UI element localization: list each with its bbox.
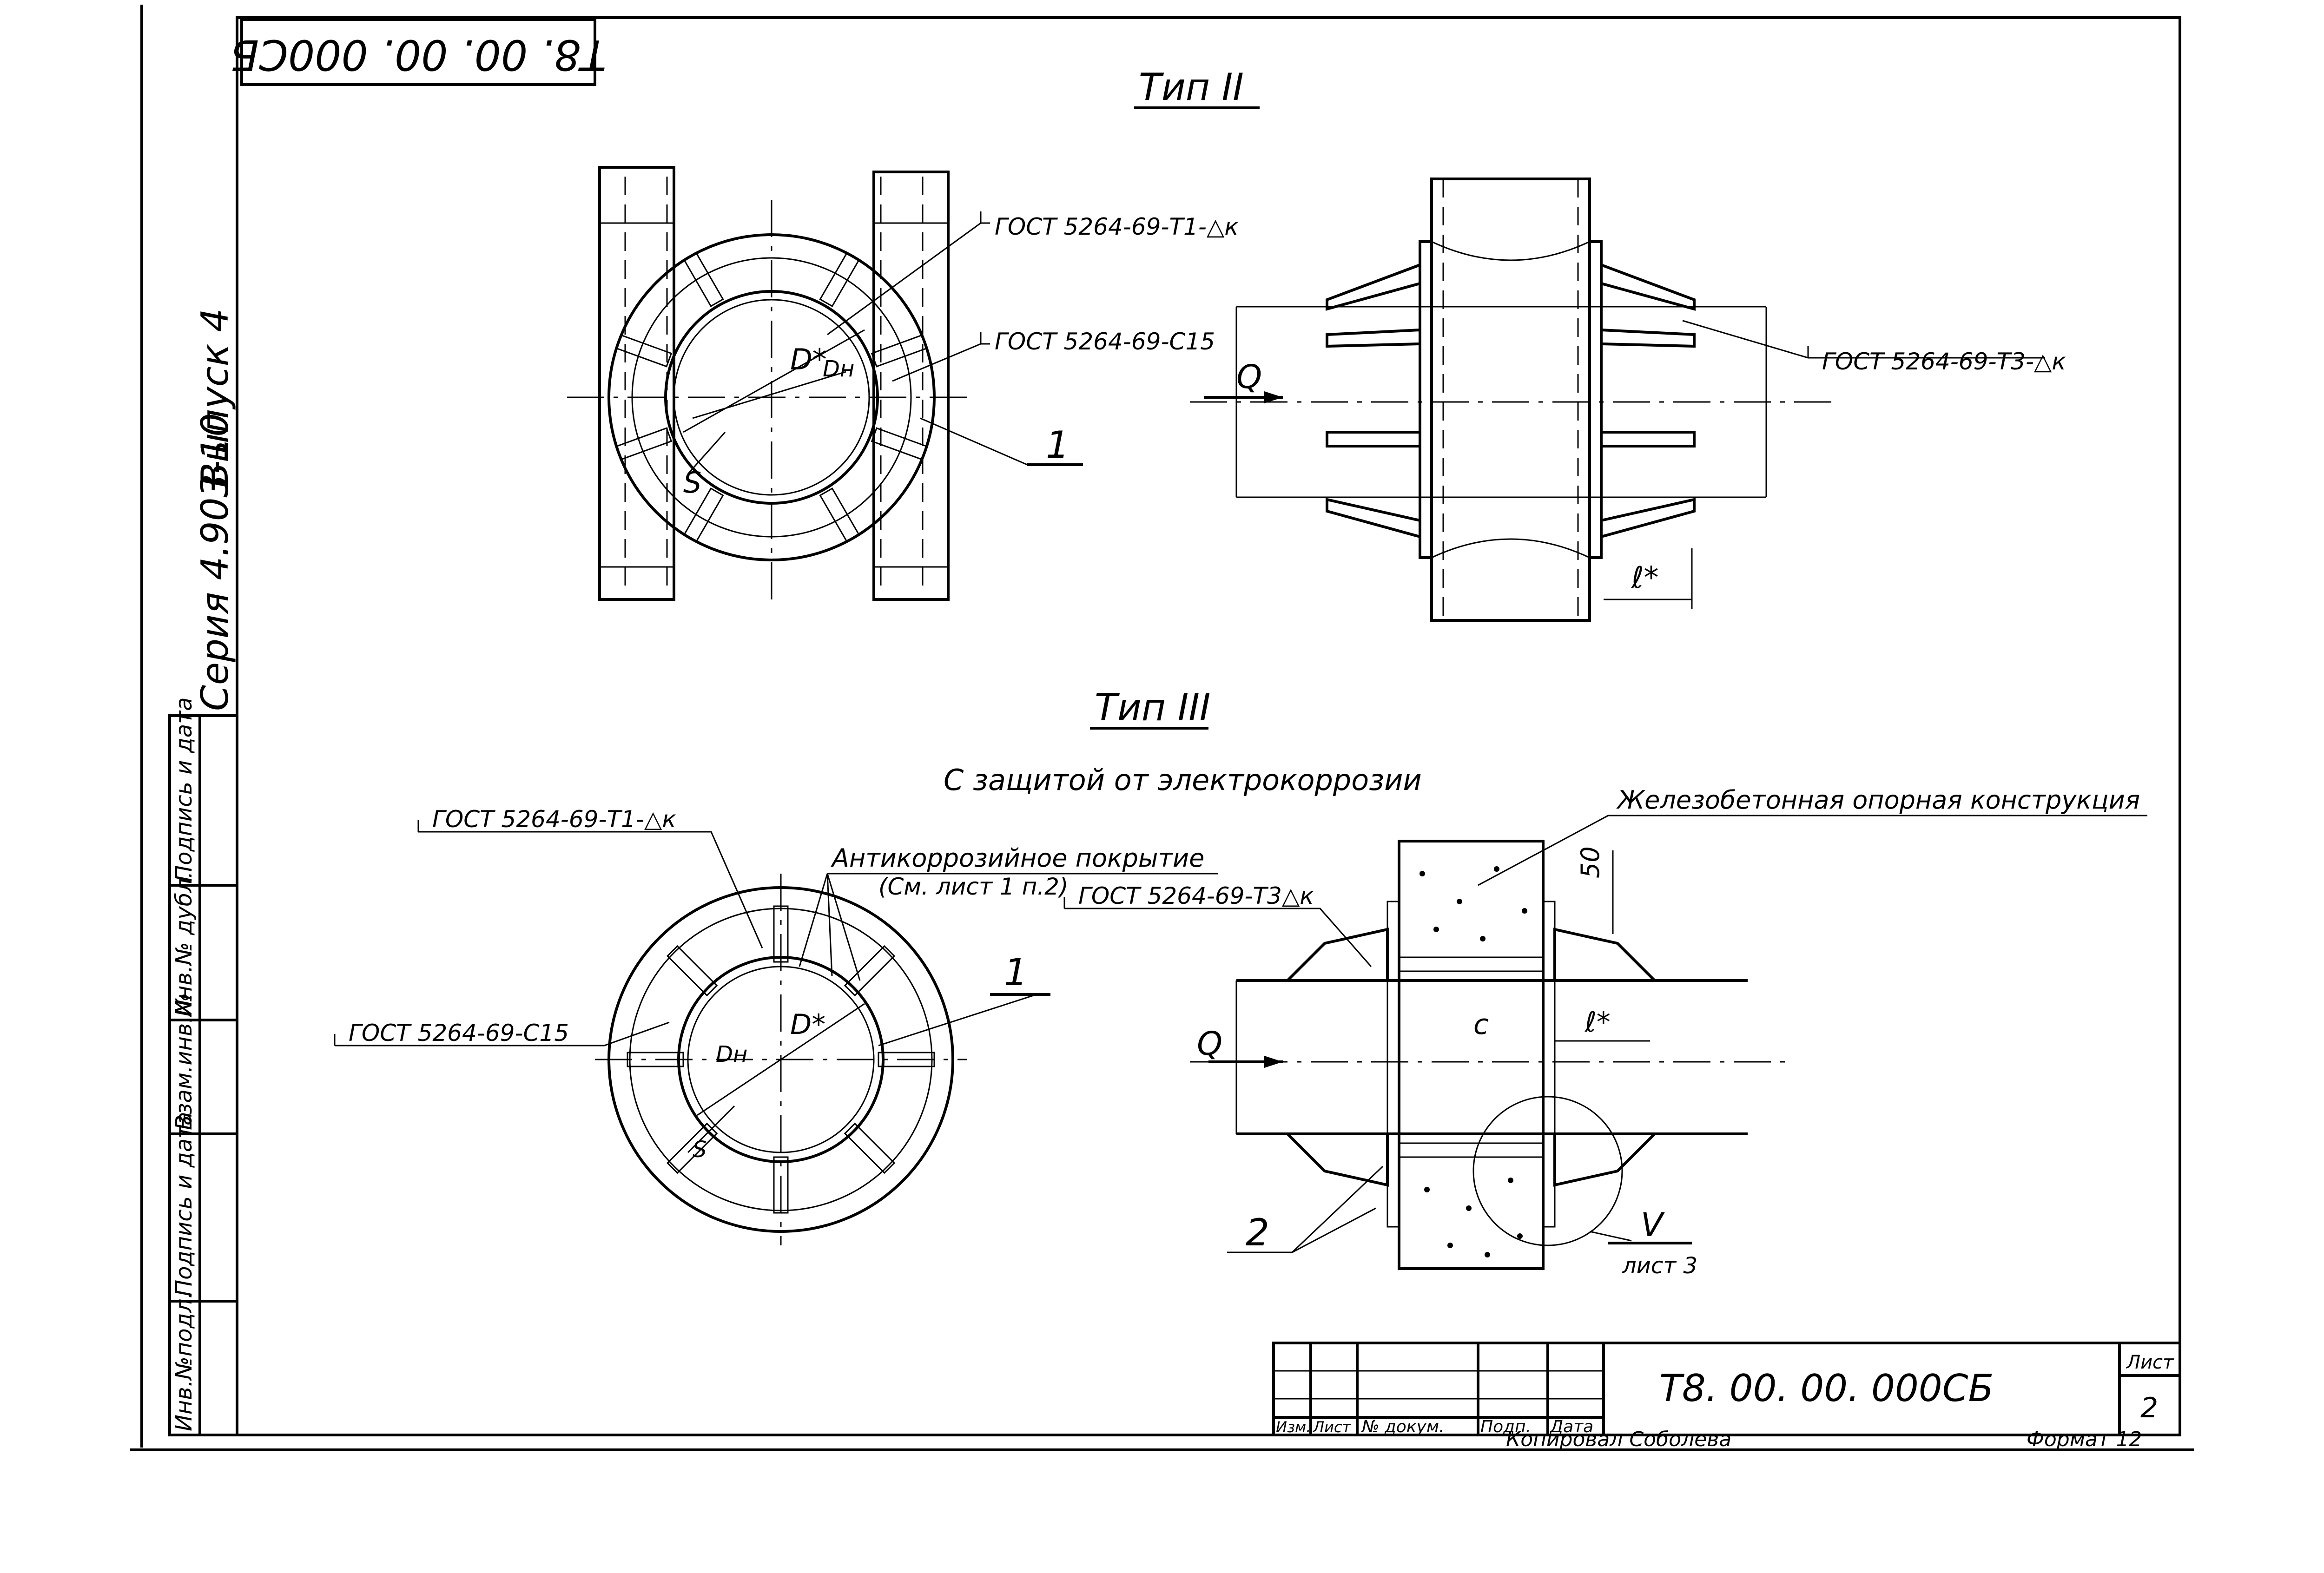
stamp-sign-date-1: Подпись и дата bbox=[171, 1112, 197, 1297]
type3-coating-ref: (См. лист 1 п.2) bbox=[878, 873, 1069, 900]
type2-title: Тип II bbox=[1134, 66, 1260, 109]
type3-label-c: c bbox=[1473, 1008, 1489, 1041]
tb-sheet-label: Лист bbox=[2126, 1352, 2174, 1373]
tb-col-date: Дата bbox=[1549, 1417, 1593, 1436]
issue-label: Выпуск 4 bbox=[193, 309, 237, 488]
type2-label-l: ℓ* bbox=[1631, 561, 1658, 595]
type3-dim-50: 50 bbox=[1576, 846, 1605, 878]
title-block: Изм. Лист № докум. Подп. Дата Т8. 00. 00… bbox=[1272, 1342, 2181, 1451]
stamp-sign-date-2: Подпись и дата bbox=[171, 697, 197, 882]
tb-col-sign: Подп. bbox=[1480, 1417, 1531, 1436]
tb-col-list: Лист bbox=[1313, 1418, 1351, 1436]
stamp-vzam-inv: Взам.инв.№ bbox=[171, 993, 197, 1130]
tb-col-izm: Изм. bbox=[1276, 1418, 1311, 1436]
type3-detail-mark: V bbox=[1641, 1206, 1665, 1244]
rotated-code-box: Т8. 00. 00. 000СБ bbox=[230, 18, 607, 86]
type3-title: Тип III С защитой от электрокоррозии bbox=[944, 686, 1422, 797]
tb-sheet-no: 2 bbox=[2140, 1392, 2158, 1424]
type3-label-Q: Q bbox=[1197, 1025, 1222, 1063]
tb-code: Т8. 00. 00. 000СБ bbox=[1659, 1367, 1994, 1410]
type2-callout-t3: ГОСТ 5264-69-Т3-△к bbox=[1822, 348, 2066, 375]
type3-concrete: Железобетонная опорная конструкция bbox=[1616, 785, 2140, 815]
side-stamp: Инв.№подл. Подпись и дата Взам.инв.№ Инв… bbox=[168, 697, 238, 1436]
type2-pos-1: 1 bbox=[1046, 423, 1070, 467]
type2-callout-t1: ГОСТ 5264-69-Т1-△к bbox=[995, 213, 1239, 240]
type3-title-text: Тип III bbox=[1095, 686, 1210, 729]
type2-label-Q: Q bbox=[1236, 358, 1262, 396]
type3-callout-t1: ГОСТ 5264-69-Т1-△к bbox=[432, 806, 676, 833]
tb-copied-by: Копировал Соболева bbox=[1506, 1428, 1731, 1451]
type2-callout-c15: ГОСТ 5264-69-С15 bbox=[995, 328, 1215, 355]
type3-section-view: D* Dн S ГОСТ 5264-69-Т1-△к ГОСТ 5264-69-… bbox=[334, 806, 1218, 1245]
tb-col-doc: № докум. bbox=[1361, 1417, 1444, 1436]
series-label: Серия 4.903-10 bbox=[193, 413, 237, 711]
type3-side-view: Q ГОСТ 5264-69-Т3△к Железобетонная опорн… bbox=[1063, 785, 2147, 1279]
type2-section-view: D* Dн S ГОСТ 5264-69-Т1-△к ГОСТ 5264-69-… bbox=[567, 166, 1239, 601]
type2-title-text: Тип II bbox=[1139, 66, 1244, 109]
type3-pos-2: 2 bbox=[1246, 1211, 1269, 1254]
type3-label-Dn: Dн bbox=[716, 1041, 747, 1067]
type3-pos-1: 1 bbox=[1004, 951, 1028, 994]
type3-label-l: ℓ* bbox=[1585, 1006, 1611, 1039]
rotated-code: Т8. 00. 00. 000СБ bbox=[230, 30, 606, 79]
type2-label-D: D* bbox=[790, 342, 827, 376]
type2-side-view: Q ГОСТ 5264-69-Т3-△к ℓ* bbox=[1190, 178, 2066, 622]
type3-callout-t3: ГОСТ 5264-69-Т3△к bbox=[1078, 882, 1314, 909]
type3-detail-sheet: лист 3 bbox=[1622, 1253, 1697, 1279]
type3-subtitle: С защитой от электрокоррозии bbox=[944, 763, 1422, 797]
type3-coating: Антикоррозийное покрытие bbox=[831, 843, 1204, 873]
type2-label-Dn: Dн bbox=[823, 356, 854, 382]
stamp-inv-podl: Инв.№подл. bbox=[171, 1291, 197, 1431]
type3-callout-c15: ГОСТ 5264-69-С15 bbox=[349, 1020, 569, 1046]
tb-format: Формат 12 bbox=[2027, 1428, 2142, 1451]
type3-label-D: D* bbox=[790, 1008, 825, 1041]
type2-label-S: S bbox=[683, 466, 701, 500]
stamp-inv-dubl: Инв.№ дубл. bbox=[171, 871, 197, 1017]
type3-label-S: S bbox=[693, 1137, 706, 1163]
